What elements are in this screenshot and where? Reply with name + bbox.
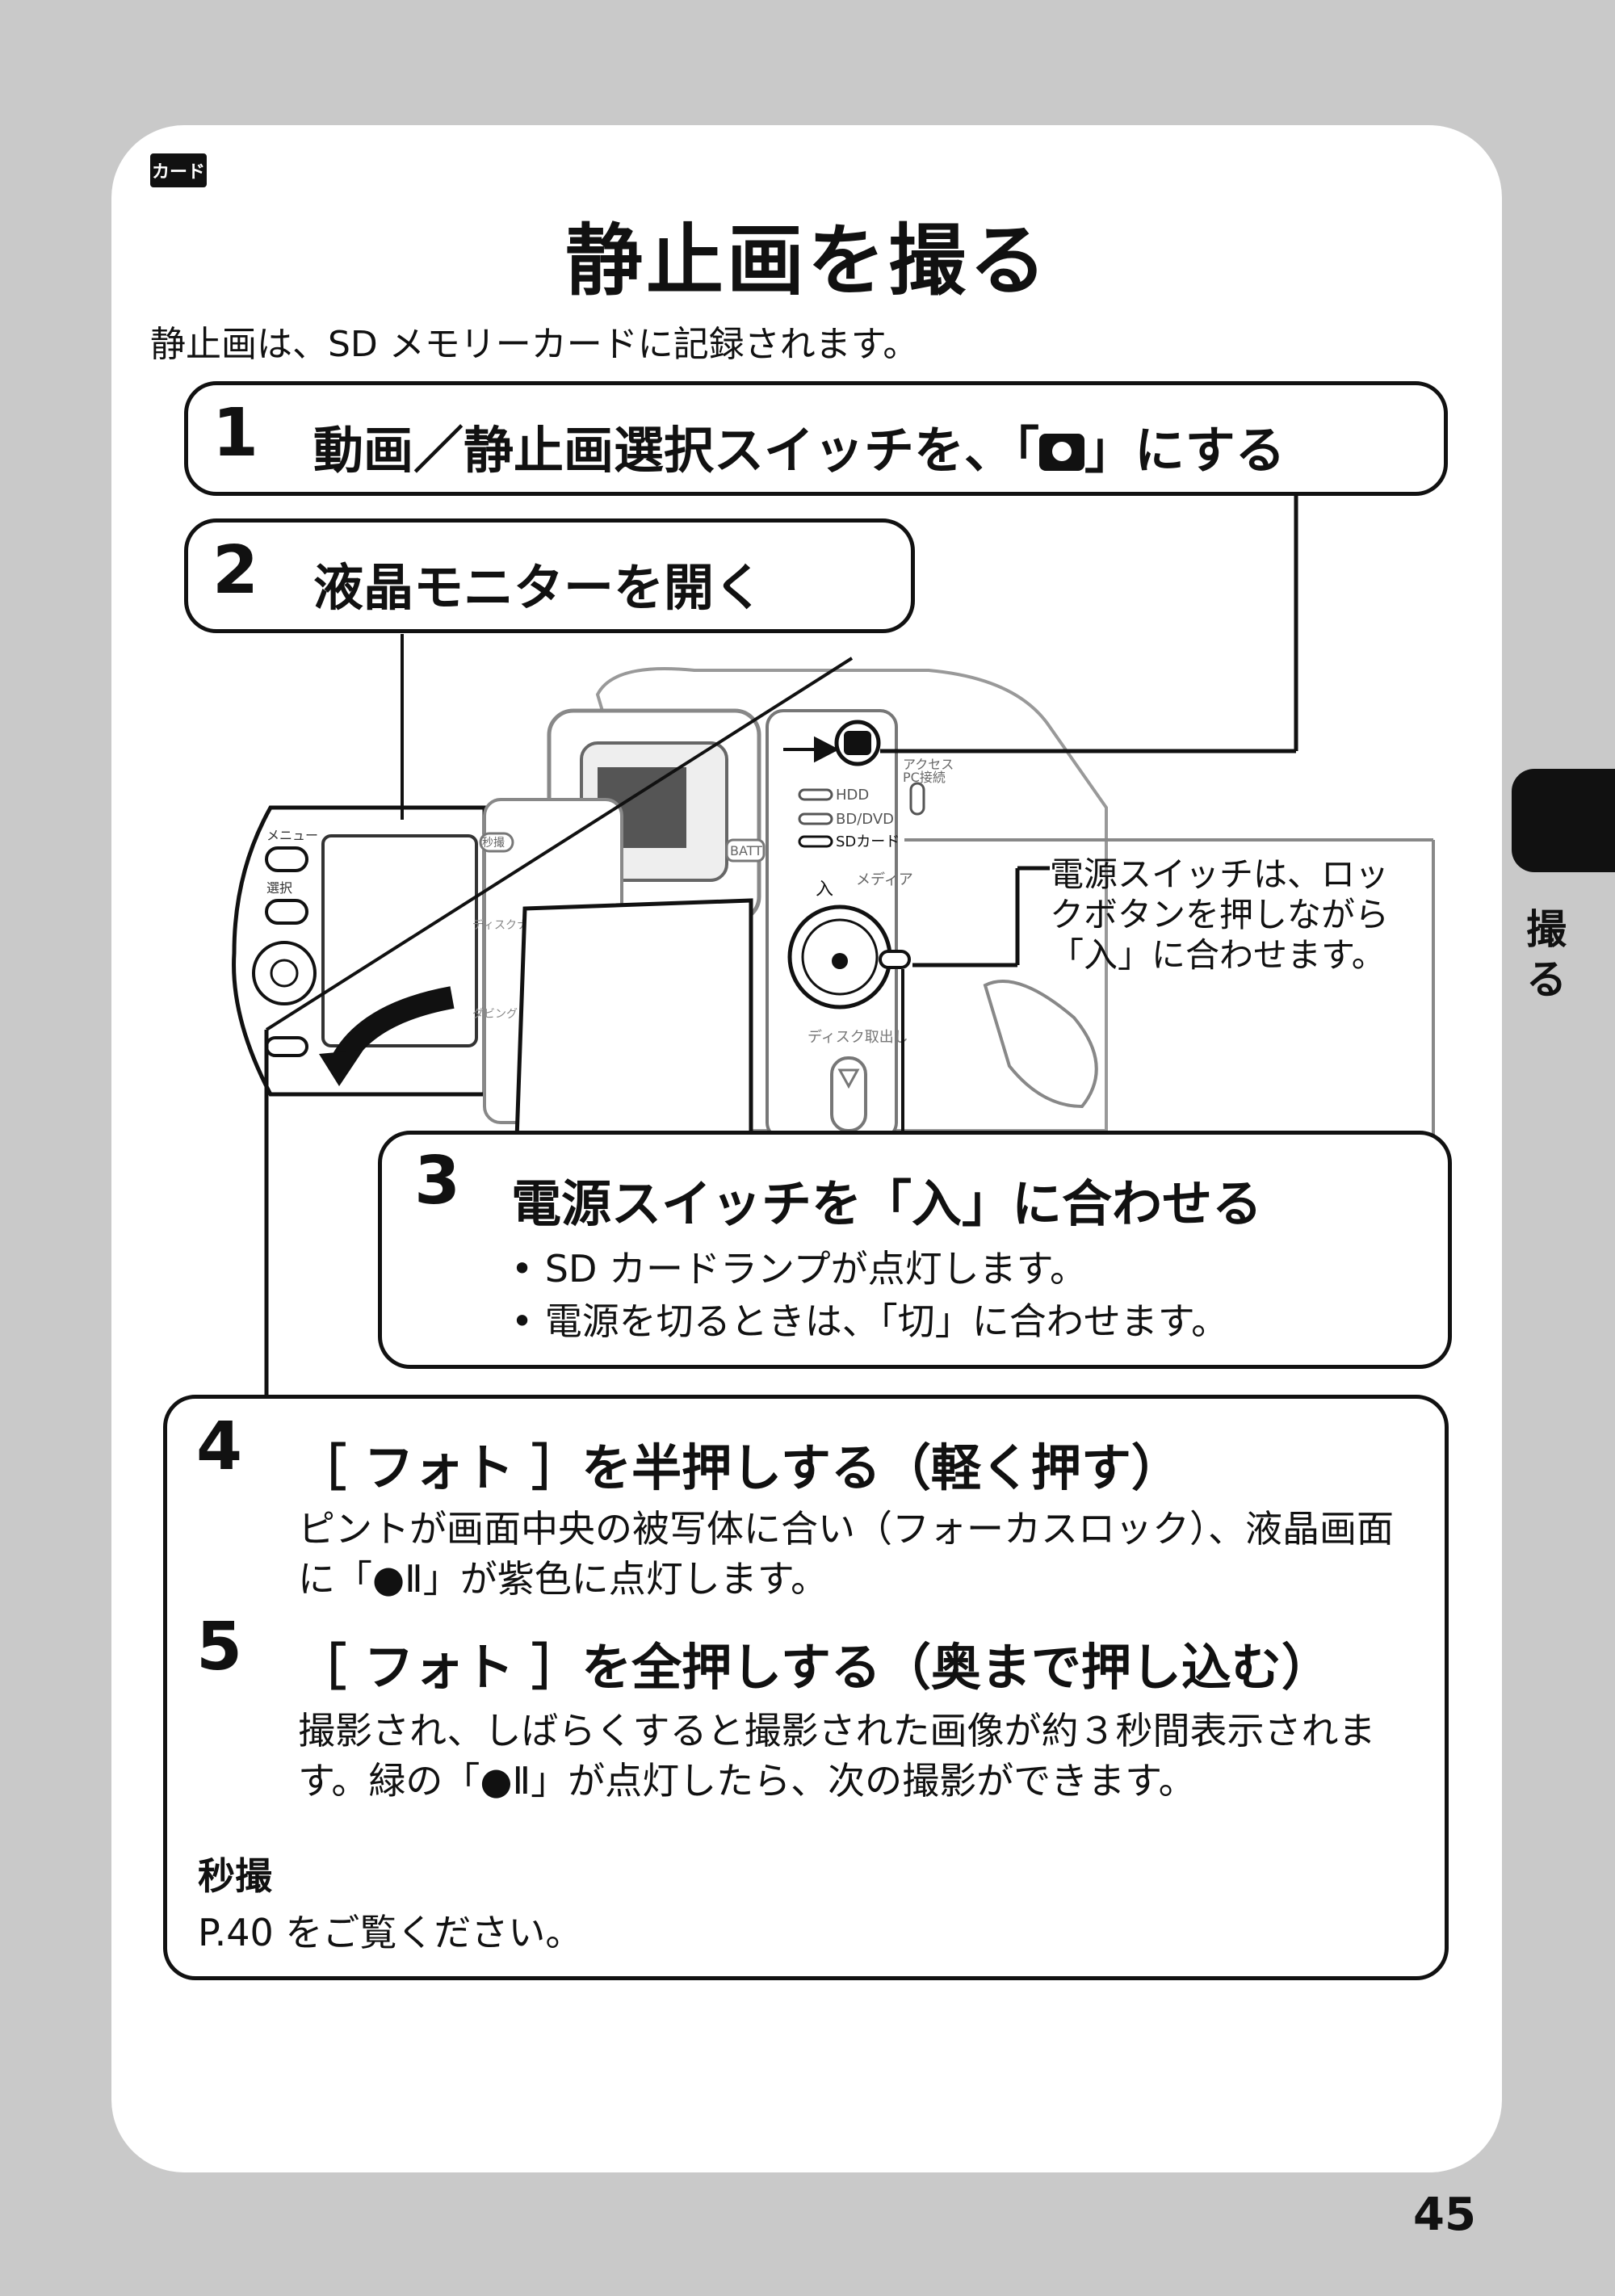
media-label: メディア — [856, 871, 913, 888]
disc-eject-label: ディスク取出し — [808, 1029, 908, 1046]
dubbing-label: ダビング — [472, 1008, 518, 1021]
step3-bullet-1: • SD カードランプが点灯します。 — [511, 1247, 1088, 1291]
step1-title-post: 」にする — [1084, 421, 1286, 480]
access-label: アクセス — [903, 757, 954, 772]
side-index-tab — [1512, 769, 1615, 872]
hdd-label: HDD — [836, 787, 869, 804]
step3-bullet-1-text: SD カードランプが点灯します。 — [544, 1247, 1088, 1291]
select-button — [265, 899, 308, 925]
bd-dvd-label: BD/DVD — [836, 811, 894, 828]
step3-bullet-2: • 電源を切るときは、「切」に合わせます。 — [511, 1299, 1229, 1343]
menu-label: メニュー — [266, 828, 318, 843]
side-index-label: 撮る — [1526, 906, 1567, 1003]
step1-title-pre: 動画／静止画選択スイッチを、「 — [313, 421, 1040, 480]
step4-number: 4 — [196, 1408, 243, 1485]
select-label: 選択 — [266, 880, 292, 896]
byou-label: 秒撮 — [482, 836, 505, 850]
step2-box: 2 液晶モニターを開く — [184, 518, 915, 633]
page-number: 45 — [1413, 2189, 1476, 2241]
byou-satsu-heading: 秒撮 — [198, 1854, 272, 1898]
step3-title: 電源スイッチを「入」に合わせる — [511, 1174, 1263, 1233]
step45-box: 4 ［ フォト ］を半押しする（軽く押す） ピントが画面中央の被写体に合い（フォ… — [163, 1395, 1449, 1980]
pc-label: PC接続 — [903, 770, 946, 785]
page-title: 静止画を撮る — [565, 216, 1050, 306]
sd-card-label: SDカード — [836, 833, 900, 850]
arrow-icon — [783, 736, 840, 763]
step5-number: 5 — [196, 1609, 243, 1685]
menu-button — [265, 846, 308, 872]
card-badge: カード — [150, 153, 207, 187]
step3-bullet-2-text: 電源を切るときは、「切」に合わせます。 — [544, 1299, 1229, 1343]
step4-body: ピントが画面中央の被写体に合い（フォーカスロック）、液晶画面に「●Ⅱ」が紫色に点… — [298, 1507, 1394, 1601]
step1-box: 1 動画／静止画選択スイッチを、「」にする — [184, 381, 1448, 496]
byou-satsu-text: P.40 をご覧ください。 — [198, 1911, 583, 1954]
camera-icon — [1039, 434, 1085, 471]
lock-button — [879, 950, 911, 969]
step3-number: 3 — [414, 1143, 461, 1219]
step5-body: 撮影され、しばらくすると撮影された画像が約３秒間表示されます。緑の「●Ⅱ」が点灯… — [298, 1709, 1376, 1803]
step2-number: 2 — [212, 532, 259, 609]
step1-title: 動画／静止画選択スイッチを、「」にする — [313, 409, 1286, 482]
step2-title: 液晶モニターを開く — [313, 558, 765, 617]
step4-title: ［ フォト ］を半押しする（軽く押す） — [296, 1438, 1181, 1497]
step3-box: 3 電源スイッチを「入」に合わせる • SD カードランプが点灯します。 • 電… — [378, 1131, 1452, 1369]
page-subtitle: 静止画は、SD メモリーカードに記録されます。 — [150, 324, 919, 365]
step1-number: 1 — [212, 395, 259, 472]
power-on-label: 入 — [816, 879, 833, 900]
step5-title: ［ フォト ］を全押しする（奥まで押し込む） — [296, 1638, 1332, 1697]
power-switch-note: 電源スイッチは、ロックボタンを押しながら「入」に合わせます。 — [1050, 854, 1390, 975]
batt-label: BATT — [730, 843, 762, 858]
